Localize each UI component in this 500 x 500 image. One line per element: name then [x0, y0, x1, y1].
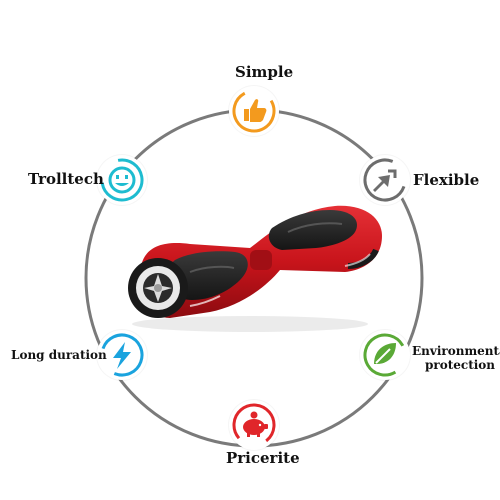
trolltech-label: Trolltech — [28, 170, 104, 188]
hoverboard-image — [128, 205, 382, 332]
thumbs-up-icon — [232, 89, 276, 133]
piggy-bank-icon — [232, 403, 276, 447]
simple-label: Simple — [235, 63, 294, 81]
environmental-label-line1: Environmental — [412, 344, 500, 358]
arrows-icon — [363, 158, 407, 202]
flexible-label: Flexible — [413, 171, 480, 189]
pricerite-label: Pricerite — [226, 449, 300, 467]
pricerite-badge — [229, 400, 279, 450]
long-duration-label: Long duration — [11, 348, 107, 362]
smiley-icon — [100, 158, 144, 202]
flexible-badge — [360, 155, 410, 205]
environmental-label-line2: protection — [425, 357, 496, 372]
simple-badge — [229, 86, 279, 136]
trolltech-badge — [97, 155, 147, 205]
lightning-icon — [100, 333, 144, 377]
leaf-icon — [363, 333, 407, 377]
environmental-label: Environmental protection — [412, 344, 500, 373]
long-duration-badge — [97, 330, 147, 380]
environmental-badge — [360, 330, 410, 380]
